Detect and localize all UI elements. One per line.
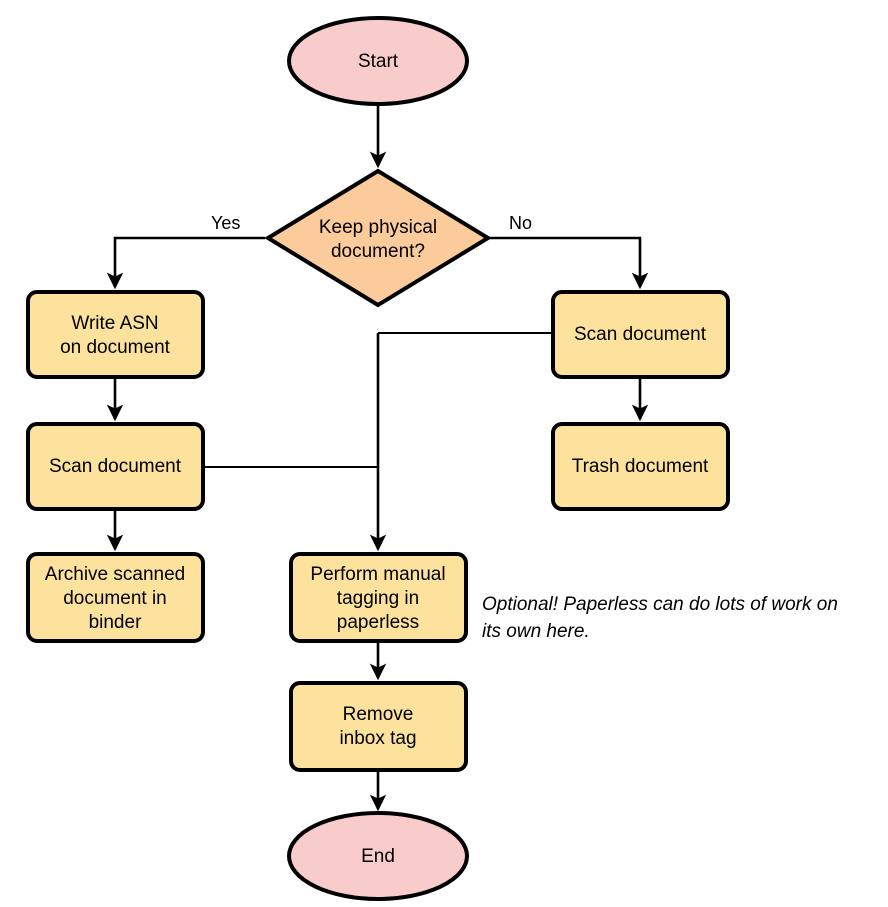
trash-document-label: Trash document xyxy=(572,456,709,477)
remove-inbox-label-line-2: inbox tag xyxy=(339,728,416,749)
tagging-label-line-2: tagging in xyxy=(337,588,419,609)
node-trash-document[interactable]: Trash document xyxy=(551,422,730,511)
edge-decision-no-to-scan-right xyxy=(490,236,649,290)
edge-decision-yes-to-write-asn xyxy=(106,236,265,290)
write-asn-box xyxy=(26,290,205,379)
start-label: Start xyxy=(358,51,399,72)
scan-document-right-label: Scan document xyxy=(574,324,707,345)
end-ellipse xyxy=(287,811,469,901)
optional-note-line-1: Optional! Paperless can do lots of work … xyxy=(482,594,838,615)
tagging-label-line-1: Perform manual xyxy=(310,564,445,585)
node-scan-document-right[interactable]: Scan document xyxy=(551,290,730,379)
archive-label-line-1: Archive scanned xyxy=(45,564,185,585)
tagging-box xyxy=(289,552,468,643)
decision-label-line-1: Keep physical xyxy=(319,217,437,238)
end-label: End xyxy=(361,846,395,867)
node-write-asn[interactable]: Write ASN on document xyxy=(26,290,205,379)
optional-note-line-2: its own here. xyxy=(482,621,590,642)
start-ellipse xyxy=(287,16,469,106)
optional-note: Optional! Paperless can do lots of work … xyxy=(482,594,838,642)
tagging-label-line-3: paperless xyxy=(337,612,419,633)
decision-label-line-2: document? xyxy=(331,241,425,262)
node-end[interactable]: End xyxy=(287,811,469,901)
write-asn-label-line-2: on document xyxy=(60,337,171,358)
edge-label-no: No xyxy=(509,213,532,233)
edge-label-yes: Yes xyxy=(211,213,240,233)
node-perform-manual-tagging[interactable]: Perform manual tagging in paperless xyxy=(289,552,468,643)
archive-label-line-3: binder xyxy=(89,612,142,633)
write-asn-label-line-1: Write ASN xyxy=(71,313,158,334)
node-start[interactable]: Start xyxy=(287,16,469,106)
scan-document-left-box xyxy=(26,422,205,511)
archive-box xyxy=(26,552,205,643)
node-decision-keep-physical-document[interactable]: Keep physical document? xyxy=(264,168,492,308)
remove-inbox-tag-box xyxy=(289,681,468,772)
scan-document-left-label: Scan document xyxy=(49,456,182,477)
node-remove-inbox-tag[interactable]: Remove inbox tag xyxy=(289,681,468,772)
scan-document-right-box xyxy=(551,290,730,379)
trash-document-box xyxy=(551,422,730,511)
node-scan-document-left[interactable]: Scan document xyxy=(26,422,205,511)
archive-label-line-2: document in xyxy=(63,588,167,609)
node-archive-scanned-document[interactable]: Archive scanned document in binder xyxy=(26,552,205,643)
decision-diamond xyxy=(264,168,492,308)
remove-inbox-label-line-1: Remove xyxy=(343,704,414,725)
